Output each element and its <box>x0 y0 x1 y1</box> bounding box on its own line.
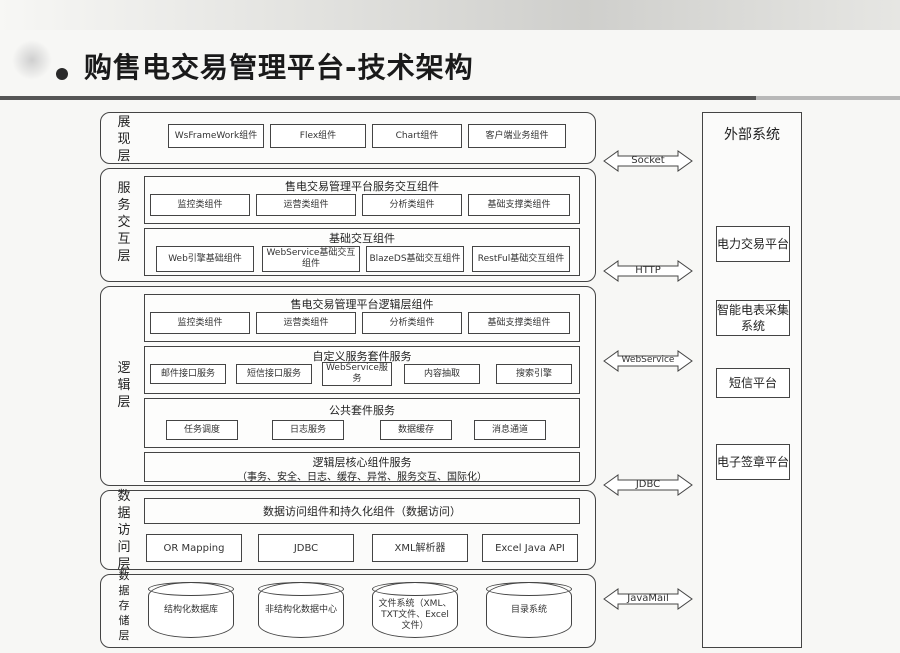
storage-layer-label: 数 据 存 储 层 <box>118 569 130 642</box>
component-box: 内容抽取 <box>404 364 480 384</box>
component-box: 日志服务 <box>272 420 344 440</box>
protocol-label: Socket <box>631 155 665 166</box>
component-box: 搜索引擎 <box>496 364 572 384</box>
component-box: JDBC <box>258 534 354 562</box>
storage-cylinder: 文件系统（XML、TXT文件、Excel文件） <box>372 582 458 638</box>
component-box: WebService服务 <box>322 362 392 386</box>
data-access-layer-label: 数 据 访 问 层 <box>117 489 131 572</box>
jdbc-arrow-icon <box>603 474 693 496</box>
component-box: 基础支撑类组件 <box>468 194 570 216</box>
component-box: 消息通道 <box>474 420 546 440</box>
component-box: 监控类组件 <box>150 312 250 334</box>
group-title: 自定义服务套件服务 <box>312 350 412 363</box>
title-rule-right <box>756 96 900 100</box>
component-box: 分析类组件 <box>362 312 462 334</box>
component-box: 运营类组件 <box>256 312 356 334</box>
title-rule <box>0 96 900 100</box>
service-layer-label: 服 务 交 互 层 <box>117 181 131 264</box>
external-system-box: 智能电表采集系统 <box>716 300 790 336</box>
storage-cylinder: 目录系统 <box>486 582 572 638</box>
component-box: BlazeDS基础交互组件 <box>366 246 464 272</box>
component-box: 监控类组件 <box>150 194 250 216</box>
component-box: XML解析器 <box>372 534 468 562</box>
javamail-arrow-icon <box>603 588 693 610</box>
header-band <box>0 0 900 30</box>
logic-group-4 <box>144 452 580 482</box>
external-system-box: 电力交易平台 <box>716 226 790 262</box>
component-box: Web引擎基础组件 <box>156 246 254 272</box>
group-title: 售电交易管理平台服务交互组件 <box>285 180 439 193</box>
protocol-label: HTTP <box>635 265 661 276</box>
title-bullet-icon <box>56 68 68 80</box>
component-box: Flex组件 <box>270 124 366 148</box>
decorative-swirl-icon <box>12 40 52 80</box>
external-system-box: 短信平台 <box>716 368 790 398</box>
group-title: 公共套件服务 <box>329 404 395 417</box>
component-box: OR Mapping <box>146 534 242 562</box>
external-system-box: 电子签章平台 <box>716 444 790 480</box>
webservice-arrow-icon <box>603 350 693 372</box>
component-box: 基础支撑类组件 <box>468 312 570 334</box>
http-arrow-icon <box>603 260 693 282</box>
external-systems-title: 外部系统 <box>724 127 780 143</box>
component-box: 短信接口服务 <box>236 364 312 384</box>
storage-cylinder: 结构化数据库 <box>148 582 234 638</box>
data-access-title-box: 数据访问组件和持久化组件（数据访问） <box>144 498 580 524</box>
protocol-label: JDBC <box>635 479 661 490</box>
protocol-label: WebService <box>621 355 675 365</box>
component-box: 运营类组件 <box>256 194 356 216</box>
component-box: 分析类组件 <box>362 194 462 216</box>
component-box: Excel Java API <box>482 534 578 562</box>
component-box: WsFrameWork组件 <box>168 124 264 148</box>
component-box: 邮件接口服务 <box>150 364 226 384</box>
component-box: 数据缓存 <box>380 420 452 440</box>
component-box: 任务调度 <box>166 420 238 440</box>
socket-arrow-icon <box>603 150 693 172</box>
group-title: 基础交互组件 <box>329 232 395 245</box>
group-title: 售电交易管理平台逻辑层组件 <box>290 298 434 311</box>
component-box: Chart组件 <box>372 124 462 148</box>
group-subtitle: （事务、安全、日志、缓存、异常、服务交互、国际化） <box>237 472 487 483</box>
component-box: 客户端业务组件 <box>468 124 566 148</box>
presentation-layer-label: 展 现 层 <box>117 115 131 164</box>
component-box: RestFul基础交互组件 <box>472 246 570 272</box>
logic-layer-label: 逻 辑 层 <box>117 361 131 410</box>
protocol-label: JavaMail <box>627 593 669 604</box>
storage-cylinder: 非结构化数据中心 <box>258 582 344 638</box>
group-title: 逻辑层核心组件服务 <box>312 456 412 469</box>
page-title: 购售电交易管理平台-技术架构 <box>84 51 474 84</box>
component-box: WebService基础交互组件 <box>262 246 360 272</box>
